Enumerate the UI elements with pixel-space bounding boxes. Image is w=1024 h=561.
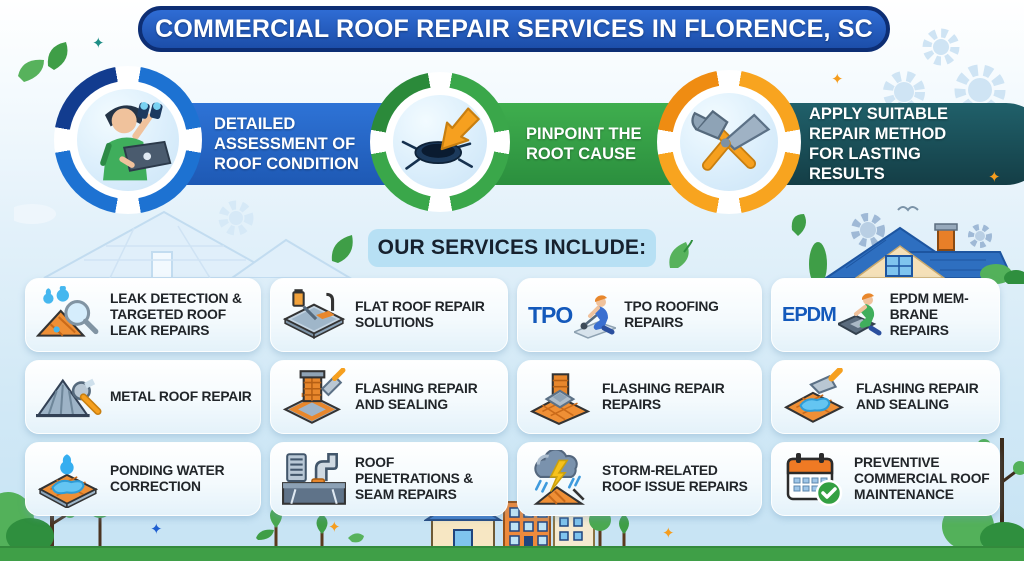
- service-card: FLAT ROOF REPAIR SOLUTIONS: [270, 278, 508, 352]
- service-label: ROOF PENETRATIONS & SEAM REPAIRS: [355, 454, 474, 503]
- services-header: OUR SERVICES INCLUDE:: [368, 229, 656, 267]
- sparkle-icon: ✦: [831, 71, 844, 88]
- step-circle-repair-method: [657, 70, 801, 214]
- epdm-membrane-icon: EPDM: [782, 288, 882, 342]
- sparkle-icon: ✦: [150, 521, 163, 538]
- services-header-label: OUR SERVICES INCLUDE:: [377, 236, 647, 259]
- inspector-binoculars-icon: [77, 89, 179, 191]
- leak-detection-icon: [36, 286, 102, 344]
- step-label: DETAILED ASSESSMENT OF ROOF CONDITION: [214, 114, 359, 174]
- service-card: LEAK DETECTION & TARGETED ROOF LEAK REPA…: [25, 278, 261, 352]
- service-card: ROOF PENETRATIONS & SEAM REPAIRS: [270, 442, 508, 516]
- sparkle-icon: ✦: [662, 525, 675, 542]
- sparkle-icon: ✦: [328, 519, 341, 536]
- chimney-flashing-icon: [281, 368, 347, 426]
- service-card: FLASHING REPAIR REPAIRS: [517, 360, 762, 434]
- epdm-badge: EPDM: [782, 304, 837, 326]
- service-label: PONDING WATER CORRECTION: [110, 462, 225, 494]
- page-title: COMMERCIAL ROOF REPAIR SERVICES IN FLORE…: [155, 14, 873, 43]
- tpo-roofing-icon: TPO: [528, 288, 617, 342]
- bird-decoration: [896, 200, 920, 218]
- leaf-decoration: [666, 238, 694, 275]
- sparkle-icon: ✦: [92, 35, 105, 52]
- title-banner: COMMERCIAL ROOF REPAIR SERVICES IN FLORE…: [138, 6, 890, 52]
- service-card: FLASHING REPAIR AND SEALING: [771, 360, 1000, 434]
- metal-roof-icon: [36, 368, 102, 426]
- service-label: FLASHING REPAIR AND SEALING: [355, 380, 478, 412]
- step-circle-assessment: [54, 66, 202, 214]
- service-label: FLASHING REPAIR REPAIRS: [602, 380, 725, 412]
- service-card: TPO TPO ROOFING REPAIRS: [517, 278, 762, 352]
- step-circle-root-cause: [370, 72, 510, 212]
- bottom-buildings: [422, 492, 674, 557]
- service-card: STORM-RELATED ROOF ISSUE REPAIRS: [517, 442, 762, 516]
- service-label: PREVENTIVE COMMERCIAL ROOF MAINTENANCE: [854, 454, 990, 503]
- storm-damage-icon: [528, 450, 594, 508]
- service-label: TPO ROOFING REPAIRS: [624, 298, 719, 330]
- calendar-check-icon: [782, 450, 846, 508]
- service-label: FLASHING REPAIR AND SEALING: [856, 380, 979, 412]
- service-label: STORM-RELATED ROOF ISSUE REPAIRS: [602, 462, 748, 494]
- service-card: PONDING WATER CORRECTION: [25, 442, 261, 516]
- service-label: METAL ROOF REPAIR: [110, 388, 252, 404]
- house-silhouette-decoration: [8, 196, 364, 283]
- gears-decoration: [876, 22, 1016, 122]
- roof-flashing-icon: [528, 368, 594, 426]
- trowel-sealing-icon: [782, 368, 848, 426]
- leaves-decoration: [14, 38, 74, 99]
- ponding-water-icon: [36, 450, 102, 508]
- service-card: FLASHING REPAIR AND SEALING: [270, 360, 508, 434]
- flat-roof-repair-icon: [281, 286, 347, 344]
- service-label: FLAT ROOF REPAIR SOLUTIONS: [355, 298, 485, 330]
- blue-roof-house-decoration: [790, 212, 1024, 289]
- grass-strip: [0, 546, 1024, 561]
- service-card: EPDM EPDM MEM-BRANE REPAIRS: [771, 278, 1000, 352]
- services-grid: LEAK DETECTION & TARGETED ROOF LEAK REPA…: [25, 278, 1000, 516]
- service-card: METAL ROOF REPAIR: [25, 360, 261, 434]
- leaf-decoration: [254, 528, 276, 547]
- service-label: LEAK DETECTION & TARGETED ROOF LEAK REPA…: [110, 290, 242, 339]
- leaf-decoration: [330, 233, 356, 270]
- service-label: EPDM MEM-BRANE REPAIRS: [889, 290, 969, 339]
- service-card: PREVENTIVE COMMERCIAL ROOF MAINTENANCE: [771, 442, 1000, 516]
- step-label: PINPOINT THE ROOT CAUSE: [526, 124, 642, 163]
- roof-penetrations-icon: [281, 450, 347, 508]
- tpo-badge: TPO: [528, 301, 573, 328]
- sparkle-icon: ✦: [988, 169, 1001, 186]
- step-label: APPLY SUITABLE REPAIR METHOD FOR LASTING…: [809, 104, 949, 184]
- hammer-trowel-icon: [680, 93, 778, 191]
- arrow-root-cause-icon: [393, 95, 487, 189]
